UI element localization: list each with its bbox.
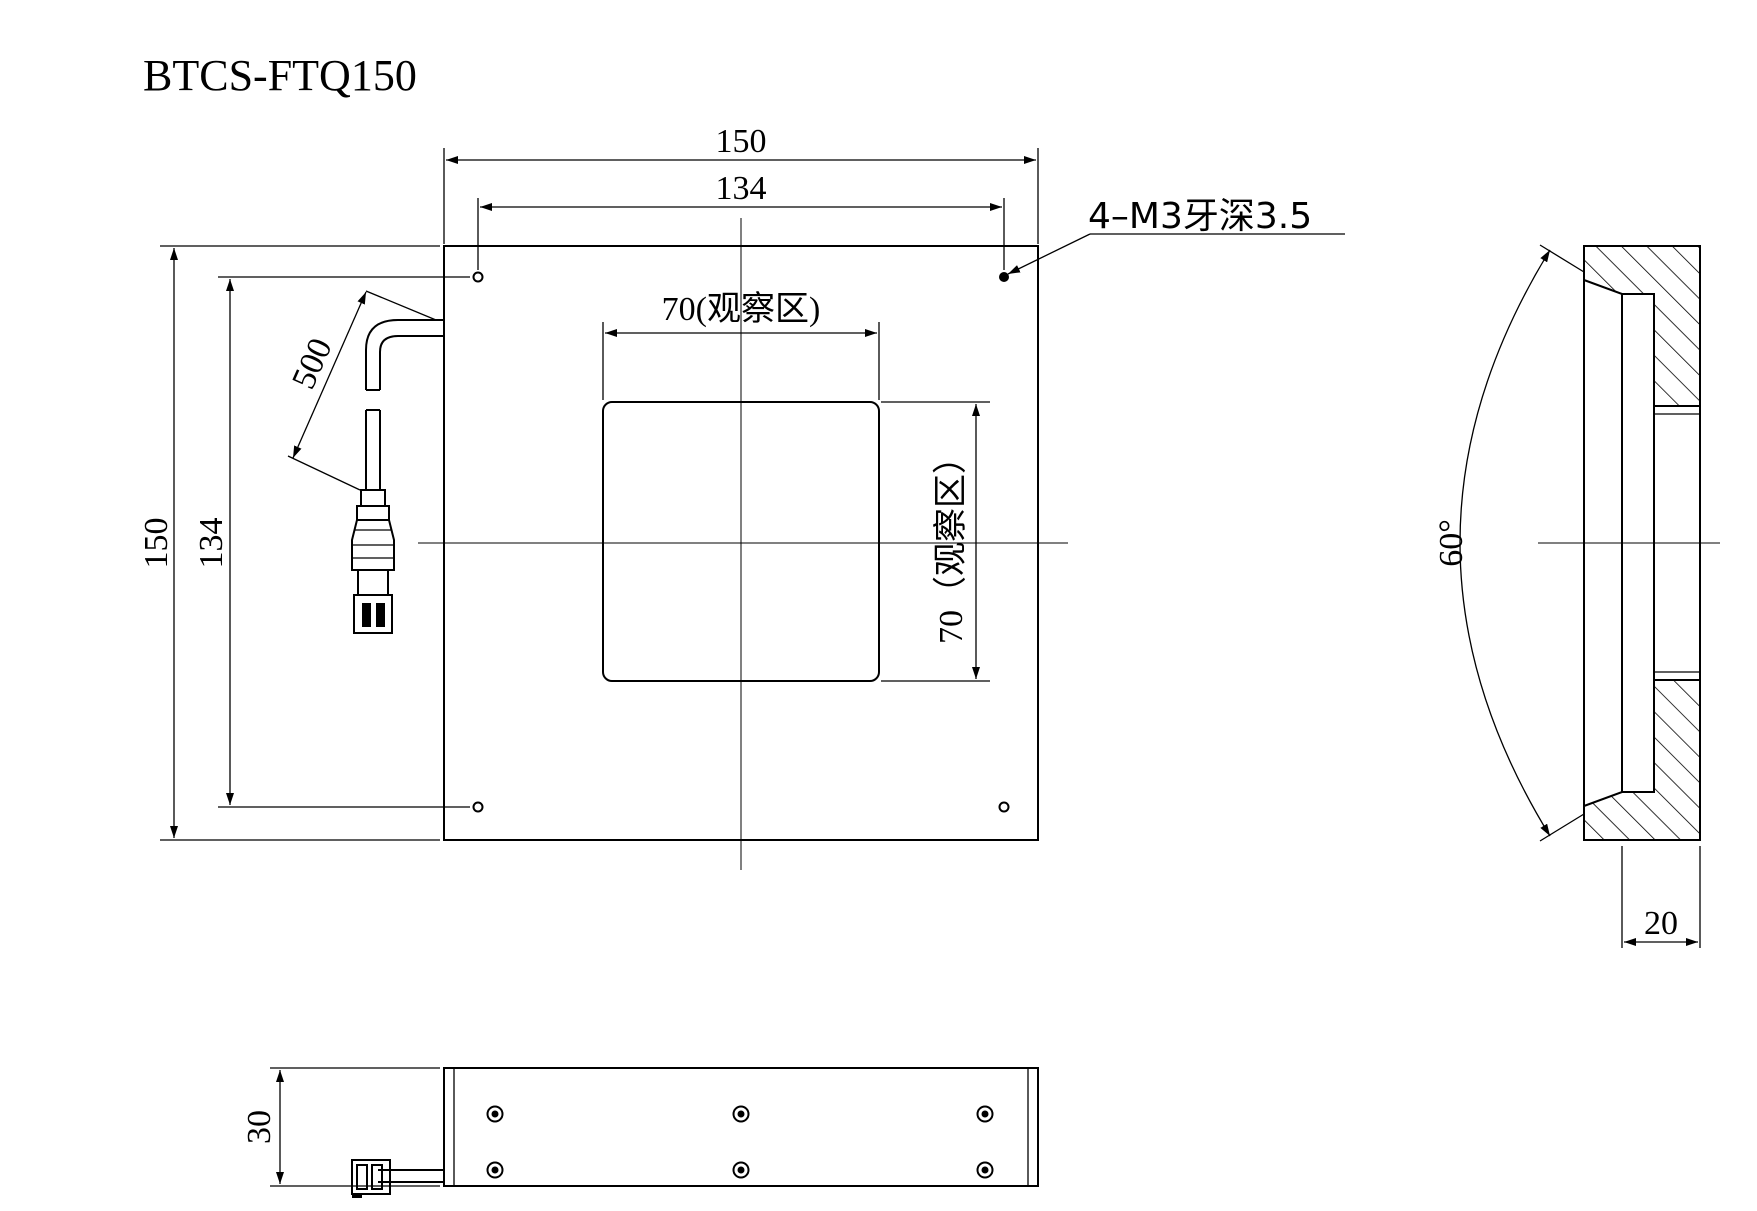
mounting-hole-top-left	[472, 271, 484, 283]
dim-top-150: 150	[716, 123, 767, 160]
bottom-view: 30	[241, 1067, 1039, 1198]
dim-window-width: 70(观察区)	[662, 290, 821, 328]
mounting-hole-bottom-left	[472, 801, 484, 813]
dim-window-height: 70（观察区）	[932, 440, 970, 644]
bottom-body-outline	[443, 1067, 1039, 1187]
side-section-top	[1583, 245, 1701, 407]
side-section-view: 60° 20	[1433, 244, 1720, 948]
mounting-hole-top-right	[999, 272, 1009, 282]
dim-left-150: 150	[138, 518, 175, 569]
dim-height-30: 30	[241, 1110, 278, 1144]
dim-left-134: 134	[193, 518, 230, 569]
observation-window	[602, 401, 880, 682]
connector	[351, 489, 395, 634]
dim-line-cable-500	[292, 291, 367, 459]
drawing-title: BTCS-FTQ150	[143, 51, 417, 100]
screw-row-top	[486, 1105, 994, 1123]
screw-row-bottom	[486, 1161, 994, 1179]
dim-cable-500: 500	[285, 333, 340, 395]
dim-arc-60	[1459, 249, 1551, 837]
dim-depth-20: 20	[1644, 905, 1678, 942]
bottom-connector	[351, 1159, 444, 1198]
dim-top-134: 134	[716, 170, 767, 207]
dim-angle-60: 60°	[1433, 519, 1470, 567]
side-section-bottom	[1583, 679, 1701, 841]
cable	[365, 319, 444, 490]
front-view: 150 134 4–M3牙深3.5 70(观察区) 70（观察区） 150 13…	[138, 123, 1345, 870]
mounting-hole-bottom-right	[998, 801, 1010, 813]
hole-callout-text: 4–M3牙深3.5	[1088, 196, 1312, 237]
